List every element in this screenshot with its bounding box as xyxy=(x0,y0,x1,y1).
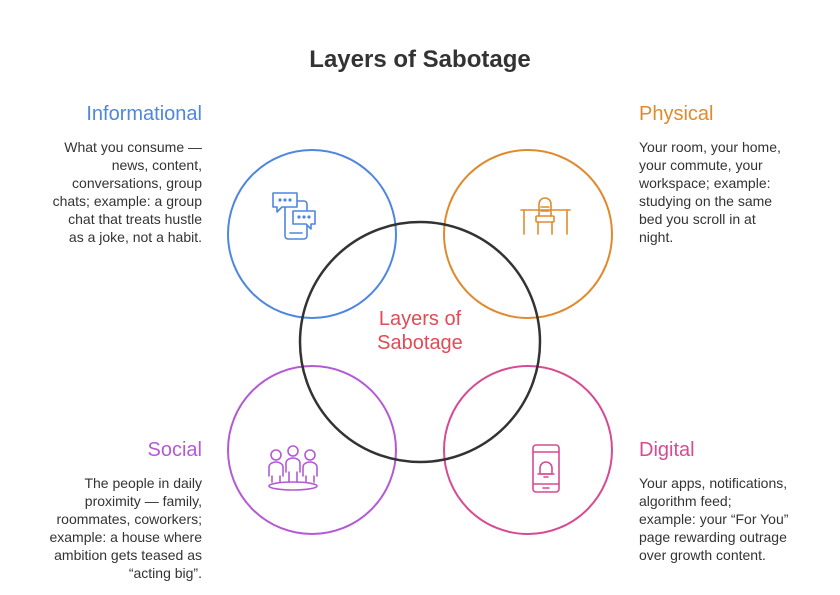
physical-heading: Physical xyxy=(639,103,714,125)
physical-description: Your room, your home, your commute, your… xyxy=(639,139,781,245)
digital-description: Your apps, notifications, algorithm feed… xyxy=(639,475,789,563)
desk-chair-icon xyxy=(520,197,571,235)
people-group-icon xyxy=(268,445,318,491)
social-heading: Social xyxy=(147,439,202,461)
informational-heading: Informational xyxy=(86,103,202,125)
social-circle xyxy=(227,365,397,535)
center-circle xyxy=(298,220,542,464)
digital-circle xyxy=(443,365,613,535)
social-description: The people in daily proximity — family, … xyxy=(49,475,202,581)
phone-notification-icon xyxy=(532,444,560,493)
center-label: Layers of Sabotage xyxy=(377,308,463,354)
chat-phone-icon xyxy=(272,192,316,240)
digital-heading: Digital xyxy=(639,439,695,461)
page-title: Layers of Sabotage xyxy=(309,46,531,73)
physical-circle xyxy=(443,149,613,319)
informational-description: What you consume — news, content, conver… xyxy=(52,139,202,245)
informational-circle xyxy=(227,149,397,319)
